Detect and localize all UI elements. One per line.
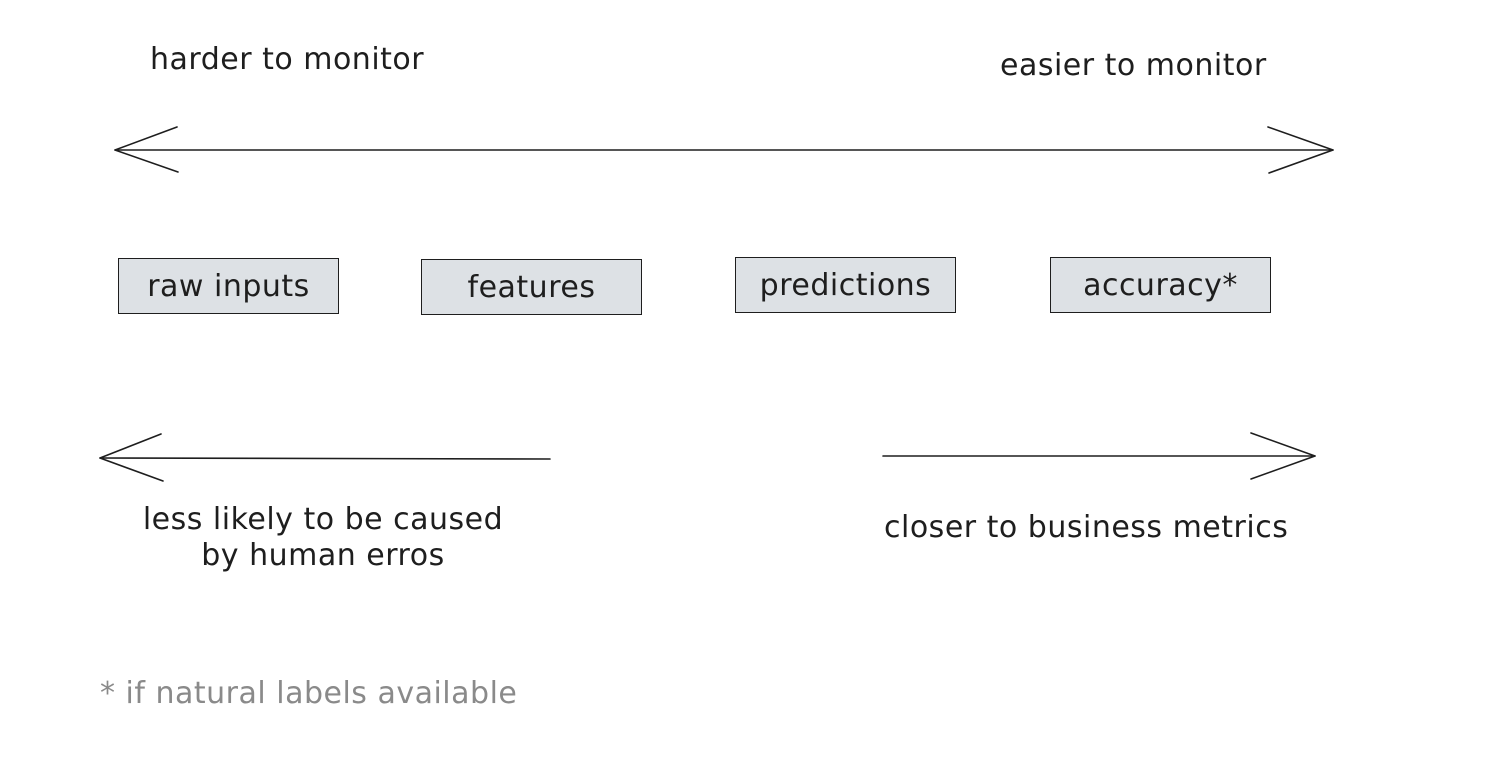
human-errors-label-line2: by human erros	[201, 538, 445, 573]
business-metrics-right-arrow	[882, 432, 1316, 480]
footnote: * if natural labels available	[100, 676, 518, 711]
stage-box-raw-inputs: raw inputs	[118, 258, 339, 314]
easier-to-monitor-label: easier to monitor	[1000, 48, 1267, 83]
stage-box-features: features	[421, 259, 642, 315]
business-metrics-label: closer to business metrics	[884, 510, 1289, 545]
human-errors-label-line1: less likely to be caused	[142, 502, 504, 537]
human-errors-left-arrow	[99, 433, 551, 482]
monitor-difficulty-double-arrow	[114, 126, 1334, 174]
stage-box-predictions: predictions	[735, 257, 956, 313]
harder-to-monitor-label: harder to monitor	[150, 42, 425, 77]
human-errors-label: less likely to be caused by human erros	[108, 502, 538, 574]
stage-box-accuracy: accuracy*	[1050, 257, 1271, 313]
